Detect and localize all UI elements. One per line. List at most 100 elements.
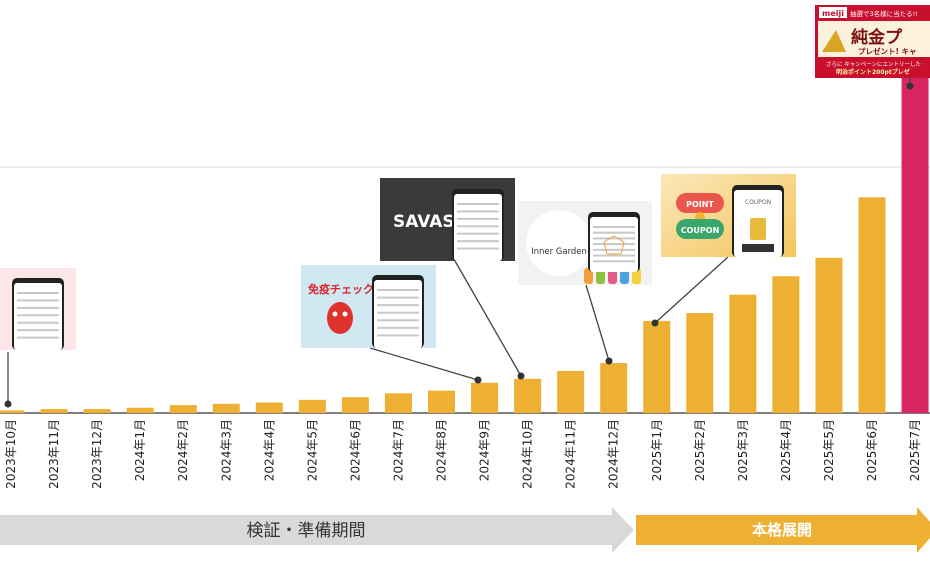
bar-2025年3月 bbox=[729, 294, 757, 413]
campaign-thumbnail-first-phone-line bbox=[17, 314, 59, 317]
bar-2025年6月 bbox=[858, 197, 886, 413]
menneki-check-thumbnail-dot bbox=[474, 376, 482, 384]
tick-label: 2024年8月 bbox=[435, 419, 449, 481]
meiji-gold-campaign-thumbnail-sub: プレゼント! キャ bbox=[858, 46, 917, 56]
bar-2023年11月 bbox=[40, 409, 68, 413]
campaign-thumbnail-first-phone-line bbox=[17, 321, 59, 324]
bar-2024年9月 bbox=[471, 382, 499, 413]
savas-thumbnail-phone-line bbox=[457, 225, 499, 228]
tick-label: 2024年2月 bbox=[176, 419, 190, 481]
meiji-gold-campaign-thumbnail-brand: meiji bbox=[822, 9, 844, 18]
savas-thumbnail-leader bbox=[454, 260, 522, 377]
campaign-thumbnail-first-phone-line bbox=[17, 336, 59, 339]
tick-label: 2024年12月 bbox=[607, 419, 621, 489]
inner-garden-thumbnail-phone-line bbox=[593, 226, 635, 228]
inner-garden-thumbnail-phone-line bbox=[593, 231, 635, 234]
tick-label: 2025年6月 bbox=[865, 419, 879, 481]
tick-label: 2024年4月 bbox=[262, 419, 276, 481]
point-coupon-thumbnail-dot bbox=[651, 319, 659, 327]
campaign-thumbnail-first-phone-line bbox=[17, 292, 59, 294]
meiji-gold-campaign-thumbnail-main: 純金プ bbox=[851, 27, 903, 48]
tick-label: 2024年1月 bbox=[133, 419, 147, 481]
meiji-gold-campaign-thumbnail-line2: 明治ポイント200ptプレゼ bbox=[836, 68, 910, 76]
radar-chart-icon bbox=[603, 235, 625, 255]
menneki-check-thumbnail-leader bbox=[369, 347, 479, 381]
menneki-check-thumbnail: 免疫チェック bbox=[301, 265, 436, 348]
figure-icon bbox=[584, 268, 593, 284]
tick-label: 2025年2月 bbox=[693, 419, 707, 481]
phase-arrow-full-rollout bbox=[636, 507, 930, 553]
inner-garden-thumbnail-phone-line bbox=[593, 260, 635, 263]
point-pill-icon bbox=[676, 193, 724, 213]
tick-label: 2023年12月 bbox=[90, 419, 104, 489]
bar-2024年5月 bbox=[298, 399, 326, 413]
bar-2023年12月 bbox=[83, 409, 111, 413]
inner-garden-thumbnail-phone-line bbox=[593, 237, 635, 240]
tick-label: 2024年3月 bbox=[219, 419, 233, 481]
bar-2024年2月 bbox=[169, 405, 197, 413]
red-character-icon bbox=[327, 302, 353, 334]
bar-2024年6月 bbox=[341, 397, 369, 413]
bar-2024年12月 bbox=[600, 363, 628, 413]
tick-label: 2024年5月 bbox=[305, 419, 319, 481]
tick-label: 2025年7月 bbox=[908, 419, 922, 481]
menneki-check-thumbnail-phone-line bbox=[377, 289, 419, 291]
inner-garden-thumbnail-phone-line bbox=[593, 243, 635, 246]
tick-label: 2023年10月 bbox=[4, 419, 18, 489]
menneki-check-thumbnail-phone-line bbox=[377, 334, 419, 337]
tick-label: 2023年11月 bbox=[47, 419, 61, 489]
phase-label-full-rollout: 本格展開 bbox=[752, 521, 812, 539]
savas-thumbnail-logo: SAVAS bbox=[393, 212, 455, 232]
inner-garden-thumbnail-phone-line bbox=[593, 254, 635, 257]
product-icon bbox=[750, 218, 766, 240]
tick-label: 2024年10月 bbox=[521, 419, 535, 489]
bar-2025年5月 bbox=[815, 257, 843, 413]
inner-garden-thumbnail-circle bbox=[526, 210, 592, 276]
bar-2025年1月 bbox=[643, 320, 671, 413]
tick-label: 2025年1月 bbox=[650, 419, 664, 481]
red-character-eye-icon bbox=[342, 311, 348, 317]
menneki-check-thumbnail-phone-line bbox=[377, 296, 419, 299]
menneki-check-thumbnail-title: 免疫チェック bbox=[308, 282, 374, 296]
bar-2023年10月 bbox=[0, 410, 25, 413]
tick-label: 2024年11月 bbox=[564, 419, 578, 489]
bar-2024年7月 bbox=[384, 393, 412, 413]
tick-label: 2024年7月 bbox=[391, 419, 405, 481]
inner-garden-thumbnail-phone-line bbox=[593, 248, 635, 251]
meiji-logo-box bbox=[819, 7, 847, 18]
savas-thumbnail-phone-line bbox=[457, 210, 499, 213]
meiji-gold-campaign-thumbnail-line1: さらに キャンペーンにエントリーした bbox=[826, 61, 921, 68]
inner-garden-thumbnail-logo: Inner Garden bbox=[531, 247, 587, 257]
tick-label: 2025年5月 bbox=[822, 419, 836, 481]
meiji-gold-campaign-thumbnail-top: 抽選で3名様に当たる!! bbox=[850, 9, 918, 18]
inner-garden-thumbnail-leader bbox=[585, 284, 610, 362]
bar-2024年11月 bbox=[557, 370, 585, 413]
tick-label: 2024年9月 bbox=[478, 419, 492, 481]
campaign-thumbnail-first-phone-line bbox=[17, 329, 59, 332]
inner-garden-thumbnail: Inner Garden bbox=[518, 201, 652, 285]
tick-label: 2024年6月 bbox=[348, 419, 362, 481]
phase-arrow-verification bbox=[0, 507, 634, 553]
savas-thumbnail-phone-line bbox=[457, 240, 499, 243]
inner-garden-thumbnail-dot bbox=[605, 357, 613, 365]
phase-label-verification: 検証・準備期間 bbox=[247, 521, 366, 541]
campaign-thumbnail-first-dot bbox=[4, 400, 12, 408]
bar-2025年7月 bbox=[901, 65, 929, 414]
tick-label: 2025年4月 bbox=[779, 419, 793, 481]
campaign-thumbnail-first-phone-line bbox=[17, 299, 59, 302]
barcode-icon bbox=[742, 244, 774, 252]
point-coupon-thumbnail-phone-title: COUPON bbox=[745, 199, 771, 206]
point-coupon-thumbnail-leader bbox=[654, 256, 729, 324]
red-character-eye-icon bbox=[332, 311, 338, 317]
bar-2024年3月 bbox=[212, 403, 240, 413]
tick-label: 2025年3月 bbox=[736, 419, 750, 481]
menneki-check-thumbnail-phone-line bbox=[377, 304, 419, 307]
menneki-check-thumbnail-phone-line bbox=[377, 326, 419, 329]
menneki-check-thumbnail-phone-line bbox=[377, 311, 419, 314]
campaign-thumbnail-first-phone-line bbox=[17, 306, 59, 309]
savas-thumbnail-phone-line bbox=[457, 247, 499, 250]
